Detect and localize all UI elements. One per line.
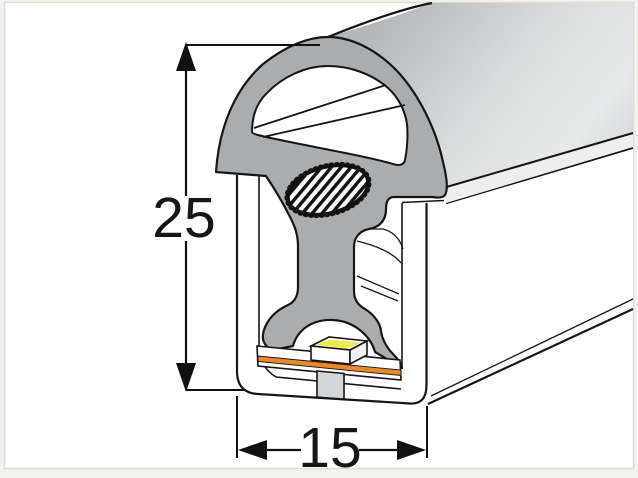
knurl-hatch-fill [288, 165, 368, 215]
right-wall-top-line [401, 199, 445, 204]
chip-front-face [310, 345, 351, 365]
extruded-tube-3d [327, 1, 634, 405]
arrow-right [397, 440, 426, 460]
chip-side-face [349, 339, 368, 366]
tube-side-wall [427, 149, 633, 403]
tube-outline [235, 175, 428, 405]
arrow-down [176, 363, 196, 392]
knurl-teeth-ring [284, 161, 372, 219]
cavity-reflection-line-2 [262, 104, 406, 138]
knurl-pattern [284, 161, 372, 219]
led-chip [308, 336, 370, 366]
cavity-reflection-line-1 [253, 84, 387, 129]
chip-emitter-yellow [316, 339, 361, 349]
width-dimension: 15 [236, 396, 428, 478]
bore-perspective-lines [354, 228, 404, 302]
front-cross-section [214, 35, 448, 405]
width-dimension-label: 15 [298, 416, 361, 478]
arrow-up [176, 42, 196, 71]
dome-back-edge-line [327, 1, 433, 39]
rim-upper-line [442, 132, 634, 189]
lens-cavity [250, 64, 409, 166]
dome-rim-band [444, 134, 633, 204]
fpc-orange-edge [257, 355, 402, 376]
arrow-left [238, 440, 267, 460]
cut-tab [316, 370, 345, 401]
height-dimension: 25 [152, 42, 320, 392]
height-dimension-label: 25 [152, 186, 215, 250]
rim-lower-line [445, 147, 634, 205]
dome-surface [328, 3, 633, 189]
bottom-edge-inner-line [430, 298, 634, 397]
bottom-edge-outer-line [427, 308, 634, 405]
